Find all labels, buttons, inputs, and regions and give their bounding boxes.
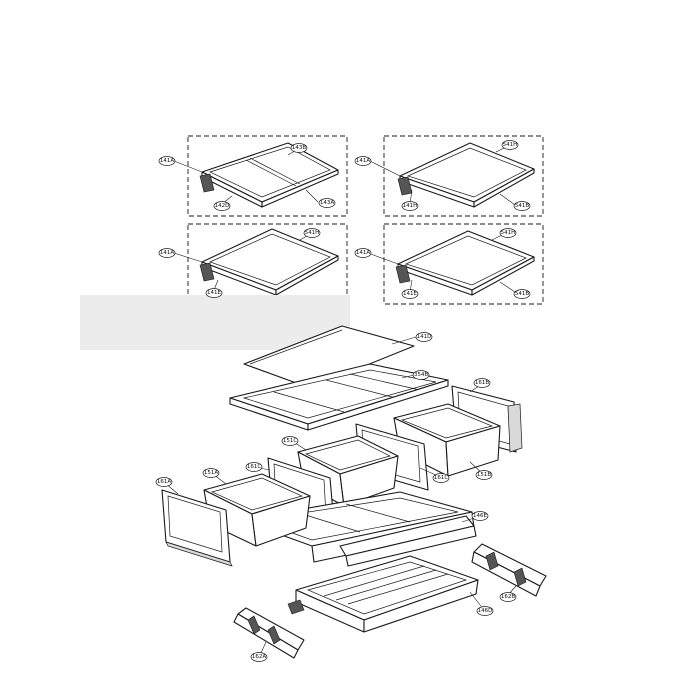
svg-text:141E: 141E [403, 291, 417, 297]
callout: 354B [412, 370, 430, 380]
side-panel-left [161, 489, 233, 567]
pantry-drawer [287, 555, 479, 633]
svg-text:141D: 141D [417, 334, 432, 340]
callout: 541H [499, 228, 517, 238]
callout: 162B [499, 592, 517, 602]
svg-text:143B: 143B [292, 145, 306, 151]
callout: 141E [401, 289, 419, 299]
svg-text:161C: 161C [434, 475, 448, 481]
callout: 141A [354, 156, 372, 166]
callout: 143B [290, 143, 308, 153]
callout: 541B [513, 289, 531, 299]
svg-text:541H: 541H [503, 142, 518, 148]
glass-shelf-split [199, 142, 339, 208]
callout: 151C [281, 436, 299, 446]
crisper-cover-frame [229, 363, 449, 431]
glass-shelf [397, 142, 535, 208]
callout: 143A [318, 198, 336, 208]
svg-text:161C: 161C [247, 464, 261, 470]
callout: 161B [473, 378, 491, 388]
callout: 141E [205, 288, 223, 298]
glass-cover-panel [243, 325, 415, 389]
svg-text:541B: 541B [515, 291, 529, 297]
svg-text:142D: 142D [215, 203, 230, 209]
callout: 151B [475, 470, 493, 480]
svg-text:354B: 354B [414, 372, 428, 378]
slide-rail-right [471, 543, 547, 597]
svg-text:141H: 141H [403, 203, 418, 209]
svg-text:146E: 146E [473, 513, 487, 519]
callout: 541H [501, 140, 519, 150]
svg-text:141E: 141E [207, 290, 221, 296]
svg-text:151C: 151C [283, 438, 297, 444]
shelf-option-box-4 [383, 223, 544, 305]
crisper-drawer-left [203, 473, 311, 547]
callout: 161C [432, 473, 450, 483]
svg-text:151B: 151B [477, 472, 491, 478]
callout: 146D [476, 606, 494, 616]
callout: 151A [202, 468, 220, 478]
svg-text:541B: 541B [515, 203, 529, 209]
drawer-cover [339, 515, 477, 567]
callout: 162A [250, 652, 268, 662]
glass-shelf [395, 230, 535, 296]
svg-text:161B: 161B [475, 380, 489, 386]
svg-text:141A: 141A [160, 158, 174, 164]
callout-group: 141A 143B 142D 143A 141A 541H 141H 541B … [155, 140, 531, 662]
svg-text:541H: 541H [305, 230, 320, 236]
svg-text:143A: 143A [320, 200, 334, 206]
callout: 141A [158, 156, 176, 166]
svg-text:141A: 141A [356, 158, 370, 164]
callout: 142D [213, 201, 231, 211]
svg-text:541H: 541H [501, 230, 516, 236]
callout: 141A [158, 248, 176, 258]
svg-text:162B: 162B [501, 594, 515, 600]
glass-shelf [199, 228, 339, 296]
shelf-option-box-2 [383, 135, 544, 217]
callout: 161A [155, 477, 173, 487]
svg-text:151A: 151A [204, 470, 218, 476]
callout: 146E [471, 511, 489, 521]
svg-text:141A: 141A [356, 250, 370, 256]
callout: 141A [354, 248, 372, 258]
slide-rail-bottom [233, 607, 305, 659]
callout: 161C [245, 462, 263, 472]
callout: 541H [303, 228, 321, 238]
shelf-option-box-1 [187, 135, 348, 217]
callout: 141H [401, 201, 419, 211]
svg-text:141A: 141A [160, 250, 174, 256]
svg-text:146D: 146D [478, 608, 493, 614]
svg-text:162A: 162A [252, 654, 266, 660]
shelf-option-box-3 [187, 223, 348, 305]
callout: 541B [513, 201, 531, 211]
callout: 141D [415, 332, 433, 342]
svg-text:161A: 161A [157, 479, 171, 485]
